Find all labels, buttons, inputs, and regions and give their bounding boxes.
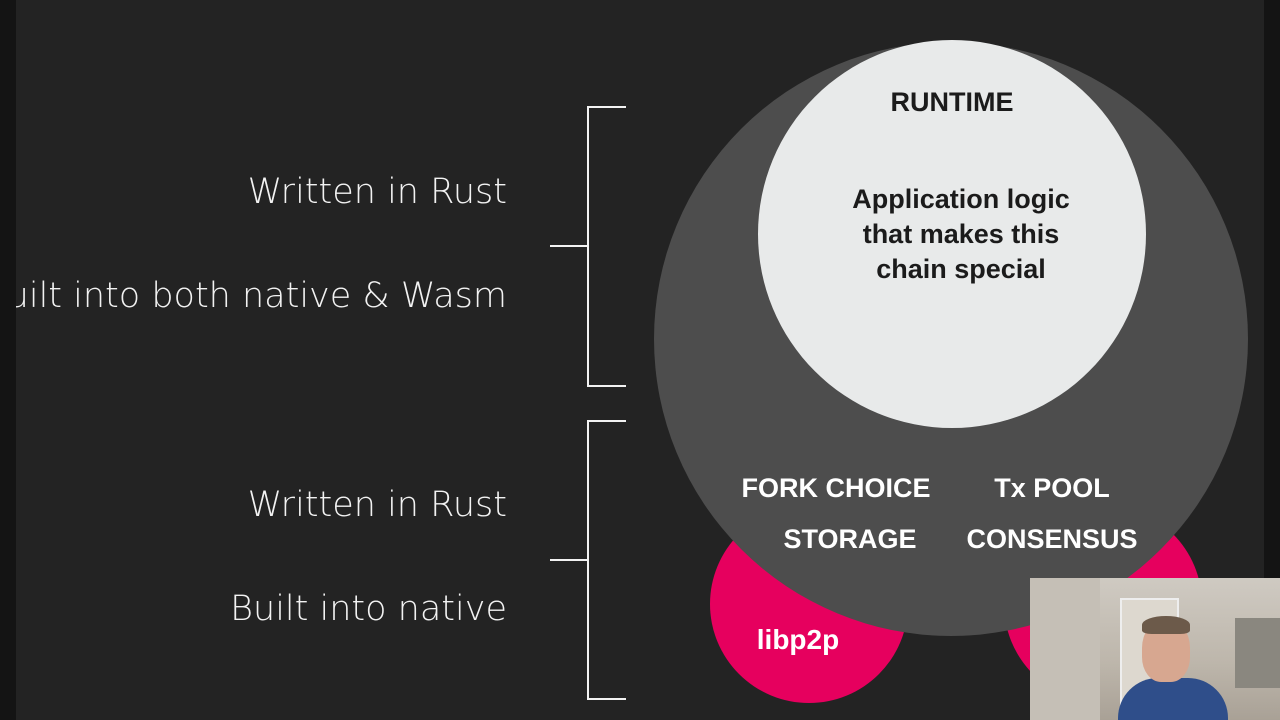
- runtime-circle: [758, 40, 1146, 428]
- module-consensus: CONSENSUS: [966, 524, 1138, 554]
- brackets: [550, 106, 626, 700]
- bottom-group-line2: Built into native: [230, 589, 507, 629]
- module-fork-choice: FORK CHOICE: [741, 473, 931, 503]
- libp2p-label: libp2p: [756, 624, 840, 655]
- top-group-line1: Written in Rust: [247, 172, 507, 212]
- runtime-description: Application logic that makes this chain …: [852, 184, 1070, 284]
- module-tx-pool: Tx POOL: [994, 473, 1110, 503]
- top-group-line2: Built into both native & Wasm: [16, 276, 507, 316]
- top-bracket: [587, 106, 626, 387]
- webcam-thumbnail: [1030, 578, 1280, 720]
- bottom-group-line1: Written in Rust: [247, 485, 507, 525]
- runtime-title: RUNTIME: [890, 87, 1014, 117]
- module-storage: STORAGE: [783, 524, 917, 554]
- bottom-bracket: [587, 420, 626, 700]
